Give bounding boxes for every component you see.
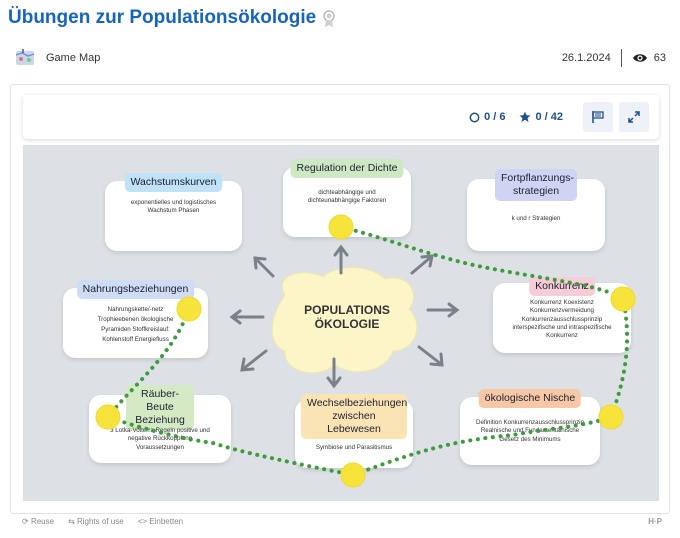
stars-counter: 0 / 42 — [519, 111, 563, 123]
reuse-label: Reuse — [30, 517, 55, 526]
stage-description: Konkurrenz Koexistenz Konkurrenzvermeidu… — [512, 299, 612, 340]
page-title-text: Übungen zur Populationsökologie — [8, 7, 317, 28]
game-map-canvas[interactable]: Wachstumskurven exponentielles und logis… — [23, 145, 659, 501]
rights-icon: ⇆ — [68, 517, 75, 526]
reuse-link[interactable]: ⟳ Reuse — [22, 517, 54, 526]
game-map-icon — [15, 49, 35, 65]
arrow-right — [426, 302, 460, 318]
embed-link[interactable]: <> Einbetten — [138, 517, 183, 526]
center-label: POPULATIONS ÖKOLOGIE — [285, 303, 409, 332]
footer-bar: ⟳ Reuse ⇆ Rights of use <> Einbetten H·P — [22, 517, 662, 526]
stage-description: Nahrungskette/-netz Trophieebenen ökolog… — [97, 306, 174, 343]
game-toolbar: 0 / 6 0 / 42 — [23, 95, 659, 139]
h5p-logo[interactable]: H·P — [648, 517, 662, 526]
stars-count: 0 / 42 — [535, 111, 563, 123]
view-count: 63 — [653, 52, 666, 64]
stage-title: Regulation der Dichte — [290, 159, 404, 179]
completed-count: 0 / 6 — [484, 111, 506, 123]
arrow-up-left — [253, 256, 275, 278]
fullscreen-button[interactable] — [619, 102, 649, 132]
arrow-left — [229, 309, 265, 325]
stage-card-raeuber-beute[interactable]: Räuber-Beute Beziehung 3 Lotka-Volterra … — [89, 385, 231, 463]
meta-divider — [620, 49, 622, 67]
rights-label: Rights of use — [77, 517, 124, 526]
stage-description: 3 Lotka-Volterra Regeln positive und neg… — [110, 427, 210, 451]
flag-icon — [592, 111, 604, 123]
stage-title: Nahrungsbeziehungen — [76, 280, 195, 300]
stage-description: exponentielles und logistisches Wachstum… — [130, 199, 217, 215]
award-icon — [323, 10, 335, 27]
reuse-icon: ⟳ — [22, 517, 29, 526]
stage-title: Konkurrenz — [529, 277, 595, 297]
stage-description: dichteabhängige und dichteunabhängige Fa… — [307, 189, 387, 205]
embed-icon: <> — [137, 517, 148, 526]
arrow-down-left — [240, 349, 268, 372]
arrow-up-right — [410, 254, 434, 275]
meta-bar: Game Map 26.1.2024 63 — [14, 44, 666, 72]
content-frame: 0 / 6 0 / 42 — [10, 84, 670, 514]
stage-title: ökologische Nische — [478, 389, 582, 409]
stage-card-regulation[interactable]: Regulation der Dichte dichteabhängige un… — [283, 159, 411, 237]
page-title: Übungen zur Populationsökologie — [8, 7, 336, 29]
embed-label: Einbetten — [149, 517, 184, 526]
stage-description: k und r Strategien — [511, 215, 561, 222]
center-label-line2: ÖKOLOGIE — [314, 317, 380, 332]
stage-card-wechselbeziehungen[interactable]: Wechselbeziehungen zwischen Lebewesen Sy… — [295, 394, 413, 468]
center-label-line1: POPULATIONS — [304, 303, 390, 317]
stage-title: Räuber-Beute Beziehung — [126, 385, 194, 431]
stage-card-konkurrenz[interactable]: Konkurrenz Konkurrenz Koexistenz Konkurr… — [493, 277, 631, 353]
finish-flag-button[interactable] — [583, 102, 613, 132]
stage-description: Symbiose und Parasitismus — [315, 444, 393, 451]
arrow-down-right — [417, 345, 444, 367]
rights-link[interactable]: ⇆ Rights of use — [68, 517, 124, 526]
content-type-label: Game Map — [46, 52, 101, 64]
stage-card-fortpflanzung[interactable]: Fortpflanzungs-strategien k und r Strate… — [467, 169, 605, 251]
stage-card-wachstumskurven[interactable]: Wachstumskurven exponentielles und logis… — [105, 173, 242, 251]
circle-icon — [469, 112, 480, 122]
completed-counter: 0 / 6 — [469, 111, 505, 123]
stage-title: Wechselbeziehungen zwischen Lebewesen — [301, 394, 407, 440]
eye-icon — [632, 54, 647, 62]
stage-title: Wachstumskurven — [124, 173, 223, 193]
stage-title: Fortpflanzungs-strategien — [495, 169, 577, 202]
stage-card-oekologische-nische[interactable]: ökologische Nische Definition Konkurrenz… — [460, 389, 600, 465]
stage-card-nahrungsbeziehungen[interactable]: Nahrungsbeziehungen Nahrungskette/-netz … — [63, 280, 208, 358]
expand-icon — [628, 111, 640, 123]
publish-date: 26.1.2024 — [561, 52, 611, 64]
star-icon — [519, 111, 531, 122]
stage-description: Definition Konkurrenzausschlussprinzip R… — [476, 419, 584, 443]
